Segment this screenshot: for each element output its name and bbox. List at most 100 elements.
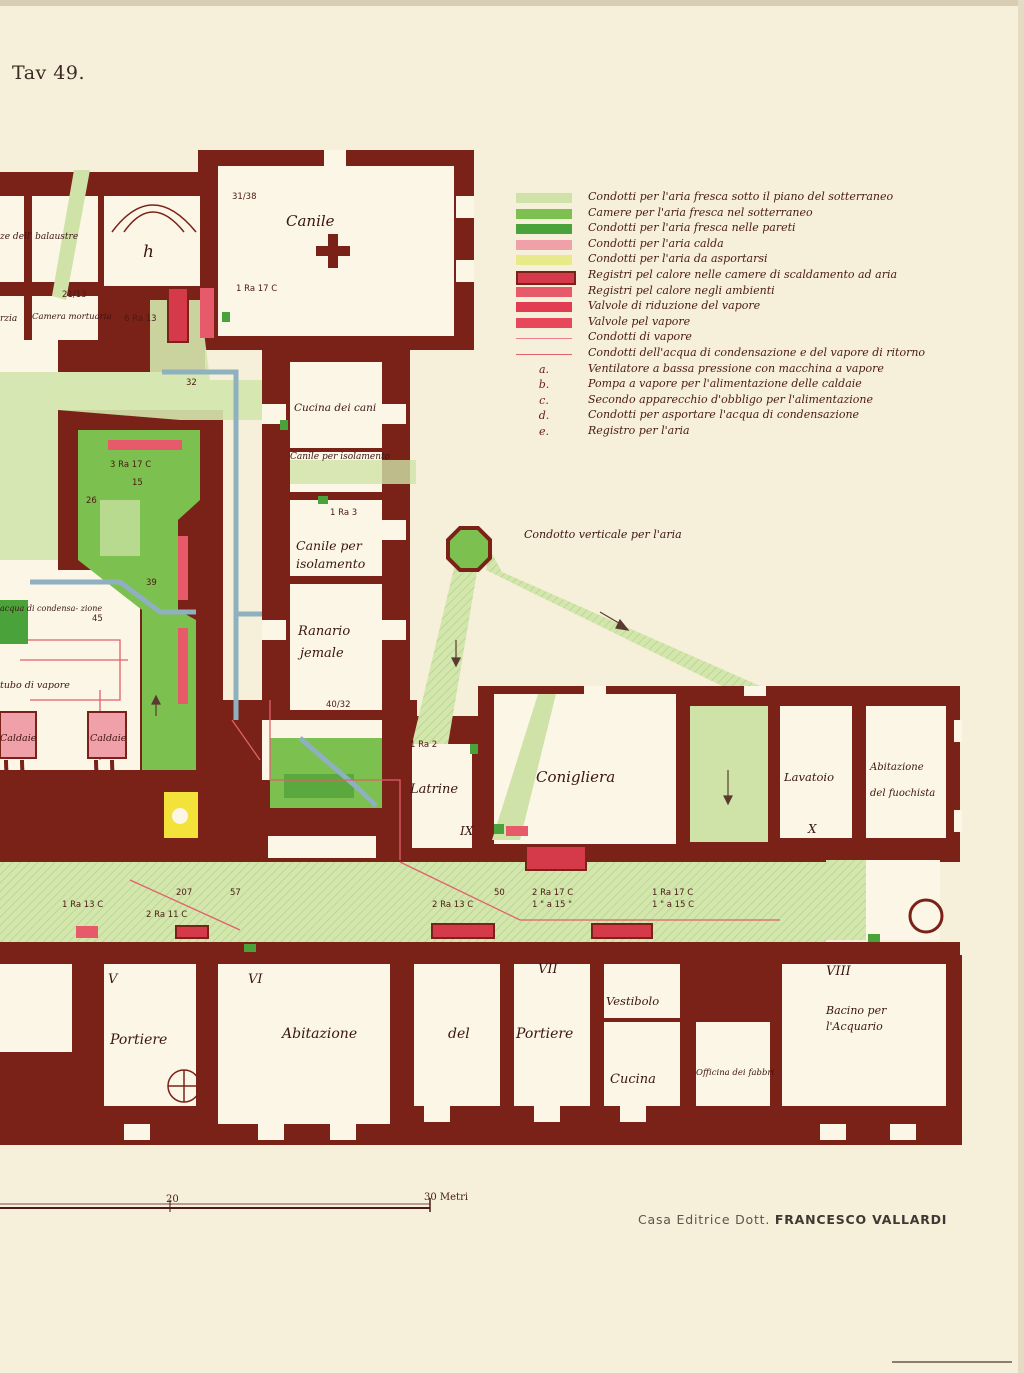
room-canile-isolamento	[290, 500, 382, 576]
tag-207: 207	[176, 888, 193, 898]
room-label-abitazione-del-fuochista-2: del fuochista	[870, 788, 936, 799]
east-fresh-air-passage	[826, 860, 866, 940]
room-label-rzia: rzia	[0, 314, 18, 324]
tag-40-32: 40/32	[326, 700, 351, 710]
room-label-balaustre: ze dell' balaustre	[0, 232, 79, 242]
legend-text: Valvole pel vapore	[588, 314, 691, 328]
room-label-isolamento: isolamento	[296, 556, 366, 571]
wall-duct-swatch	[516, 224, 572, 235]
legend-row: c. Secondo apparecchio d'obbligo per l'al…	[516, 393, 936, 409]
room-label-portiere-2: Portiere	[516, 1026, 574, 1042]
legend-text: Condotti per l'aria fresca nelle pareti	[588, 221, 796, 235]
conigliera-fresh-air-duct	[492, 694, 556, 840]
legend-text: Condotti per l'aria fresca sotto il pian…	[588, 190, 894, 203]
legend-row: b.Pompa a vapore per l'alimentazione del…	[516, 377, 936, 393]
tag-50: 50	[494, 888, 505, 898]
tag-31-38: 31/38	[232, 192, 257, 202]
room-label-officina-dei-fabbri: Officina dei fabbri	[696, 1068, 775, 1078]
room-label-vestibolo: Vestibolo	[606, 994, 660, 1008]
publisher-imprint: Casa Editrice Dott. FRANCESCO VALLARDI	[638, 1212, 947, 1227]
legend-row: Camere per l'aria fresca nel sotterraneo	[516, 206, 936, 222]
room-left-bottom	[0, 964, 72, 1052]
legend-text: Condotti per l'aria calda	[588, 236, 724, 250]
legend-row: d.Condotti per asportare l'acqua di cond…	[516, 408, 936, 424]
publisher-name: FRANCESCO VALLARDI	[774, 1212, 948, 1227]
tag-15: 15	[132, 478, 143, 488]
staircases	[111, 204, 944, 1103]
legend-row: Valvole di riduzione del vapore	[516, 299, 936, 315]
paper-right-edge	[1018, 0, 1024, 1373]
scale-bar	[0, 1198, 431, 1212]
yellow-fixture-circle	[172, 808, 188, 824]
scale-label-30-metri: 30 Metri	[424, 1192, 469, 1203]
room-label-acquario: l'Acquario	[826, 1020, 883, 1033]
chamber-light-patch	[100, 500, 140, 556]
room-label-cucina: Cucina	[610, 1072, 656, 1087]
room-label-bacino-per: Bacino per	[826, 1004, 887, 1017]
legend-text: Registro per l'aria	[588, 423, 690, 437]
room-lavatoio	[780, 706, 852, 838]
room-label-h: h	[143, 242, 154, 262]
vertical-air-duct-octagon	[446, 526, 492, 572]
lavatoio-fresh-air-shaft	[690, 706, 768, 842]
room-rzia	[0, 296, 24, 340]
room-label-latrine: Latrine	[410, 782, 459, 797]
air-register-letter: e.	[538, 424, 549, 438]
room-cucina-dei-cani	[290, 362, 382, 448]
tag-6ra13: 6 Ra 13	[124, 314, 157, 324]
legend-row: Condotti per l'aria da asportarsi	[516, 252, 936, 268]
room-tank-room	[268, 836, 376, 858]
room-officina	[696, 1022, 770, 1106]
room-latrine	[412, 744, 472, 848]
room-camera-mortuaria	[32, 296, 98, 340]
room-label-roman-x: X	[808, 822, 817, 836]
room-label-abitazione: Abitazione	[282, 1026, 358, 1042]
room-abitazione-fuochista	[866, 706, 946, 838]
tag-1ra17c: 1 Ra 17 C	[236, 284, 278, 294]
room-upper-left	[0, 196, 24, 282]
tag-1ra2: 1 Ra 2	[410, 740, 438, 750]
tag-57: 57	[230, 888, 241, 898]
legend-text: Condotti di vapore	[588, 330, 692, 344]
wall-duct-marks	[222, 312, 880, 952]
room-label-roman-vi: VI	[248, 972, 263, 987]
fresh-air-duct-swatch	[516, 193, 572, 203]
room-label-roman-viii: VIII	[826, 964, 851, 979]
room-label-canile-per: Canile per	[296, 538, 362, 553]
legend-row: Registri pel calore nelle camere di scal…	[516, 267, 936, 285]
room-label-portiere: Portiere	[110, 1032, 168, 1048]
tag-1ra3: 1 Ra 3	[330, 508, 358, 518]
room-portiere-2	[514, 964, 590, 1106]
room-label-caldaie-2: Caldaie	[90, 733, 127, 744]
room-portiere	[104, 964, 196, 1106]
publisher-prefix: Casa Editrice Dott.	[638, 1212, 771, 1227]
room-label-canile: Canile	[286, 212, 335, 230]
tag-45: 45	[92, 614, 103, 624]
reduction-valve-swatch	[516, 302, 572, 313]
legend-text: Camere per l'aria fresca nel sotterraneo	[588, 205, 813, 219]
legend: Condotti per l'aria fresca sotto il pian…	[516, 190, 936, 440]
legend-text: Condotti dell'acqua di condensazione e d…	[588, 345, 926, 359]
yard-fresh-air-duct	[0, 300, 262, 560]
legend-text: Registri pel calore nelle camere di scal…	[588, 267, 898, 281]
legend-text: Condotti per asportare l'acqua di conden…	[588, 408, 860, 422]
tag-32: 32	[186, 378, 197, 388]
tag-2ra17c: 2 Ra 17 C	[532, 888, 574, 898]
backup-letter: c.	[539, 393, 549, 407]
heating-register-swatch	[516, 270, 576, 285]
steam-duct-swatch	[516, 338, 572, 340]
room-label-abitazione-del-fuochista-1: Abitazione	[870, 762, 924, 773]
condensate-duct-swatch	[516, 353, 572, 355]
diagonal-fresh-air-duct-left	[412, 560, 478, 744]
room-label-cucina-dei-cani: Cucina dei cani	[294, 402, 377, 414]
legend-text: Secondo apparecchio d'obbligo per l'alim…	[588, 392, 874, 406]
legend-row: Valvole pel vapore	[516, 315, 936, 331]
room-del	[414, 964, 500, 1106]
heat-registers	[76, 287, 653, 939]
diagonal-fresh-air-duct-right	[486, 550, 760, 686]
room-register-swatch	[516, 286, 572, 297]
tag-2ra11c: 2 Ra 11 C	[146, 910, 188, 920]
fan-letter: a.	[538, 362, 550, 376]
room-label-tubo-di-vapore: tubo di vapore	[0, 680, 70, 691]
